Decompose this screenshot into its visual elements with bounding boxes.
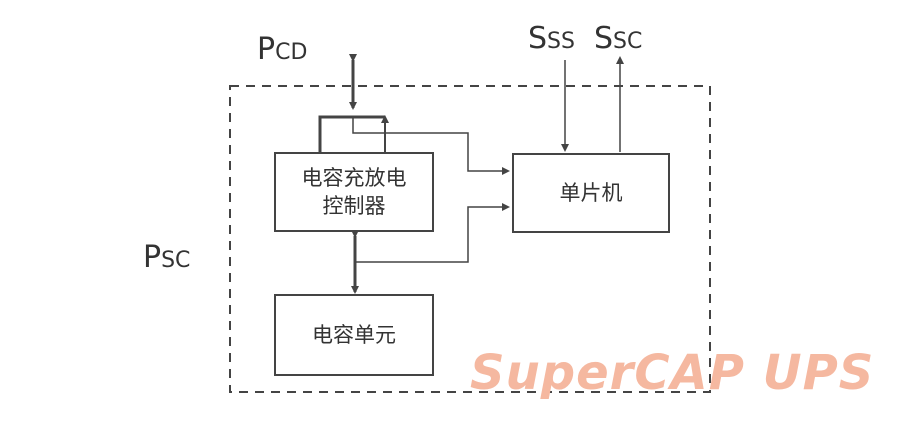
controller-to-mcu-top-line bbox=[352, 117, 510, 175]
capacitor-block: 电容单元 bbox=[274, 294, 434, 376]
sss-label: SSS bbox=[528, 21, 575, 56]
pcd-label: PCD bbox=[257, 32, 308, 67]
mcu-block: 单片机 bbox=[512, 153, 670, 233]
ssc-label: SSC bbox=[594, 21, 643, 56]
watermark-logo: SuperCAP UPS bbox=[470, 345, 875, 401]
mcu-label: 单片机 bbox=[559, 180, 623, 205]
pcd-bracket-line bbox=[318, 115, 385, 152]
controller-block: 电容充放电 控制器 bbox=[274, 152, 434, 232]
psc-label: PSC bbox=[143, 240, 191, 275]
capacitor-label: 电容单元 bbox=[312, 322, 396, 347]
system-boundary bbox=[229, 85, 711, 393]
controller-label-line2: 控制器 bbox=[322, 194, 386, 218]
controller-label-line1: 电容充放电 bbox=[301, 165, 407, 190]
bus-to-mcu-line bbox=[355, 203, 510, 263]
